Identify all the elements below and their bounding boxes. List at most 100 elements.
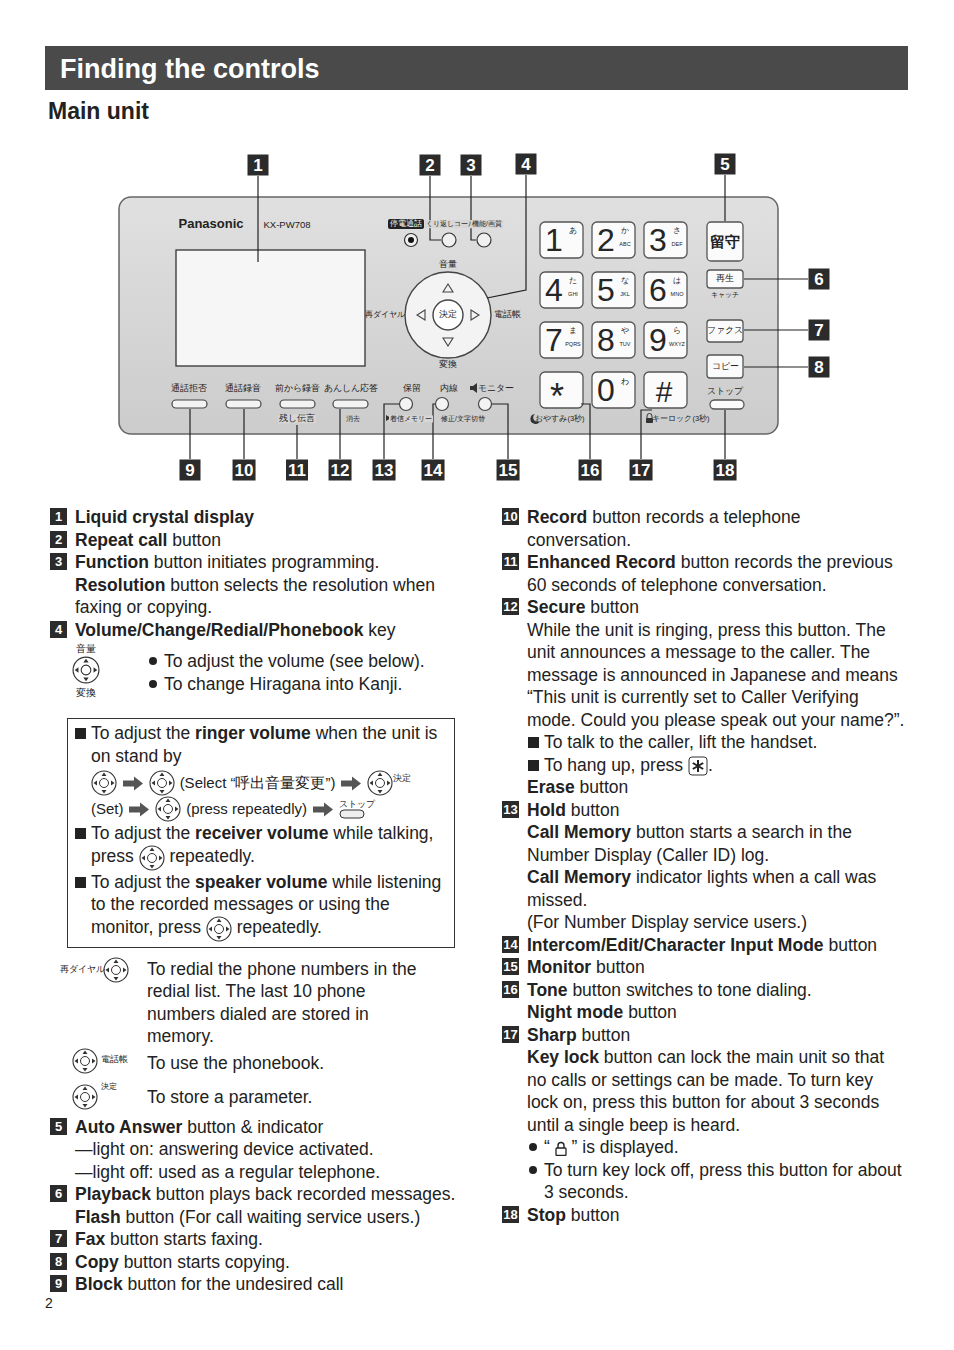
term: Liquid crystal display (75, 507, 254, 527)
panel-label: 前から録音 (275, 384, 320, 394)
icon-dpad (206, 916, 232, 942)
text-line: —light off: used as a regular telephone. (75, 1161, 460, 1184)
icon-dpad (91, 770, 117, 796)
panel-label: わ (621, 378, 629, 387)
item: 9Block button for the undesired call (50, 1273, 460, 1296)
leader-line (641, 410, 652, 459)
text-line: To redial the phone numbers in the redia… (147, 958, 420, 1048)
callout-number: 11 (286, 460, 308, 481)
panel-label: 5 (597, 273, 615, 308)
dial-keys (592, 222, 635, 258)
navigation-key (405, 272, 491, 358)
text: button switches to tone dialing. (572, 980, 811, 1000)
item: 12Secure buttonWhile the unit is ringing… (502, 596, 908, 799)
panel-label: GHI (568, 291, 578, 297)
text: To turn key lock off, press this button … (544, 1160, 902, 1203)
small-symbols (647, 414, 652, 418)
text: To hang up, press (544, 755, 683, 775)
item: 8Copy button starts copying. (50, 1251, 460, 1274)
navigation-key (433, 300, 463, 330)
leader-line (744, 278, 808, 279)
panel-label: 音量 (439, 260, 457, 270)
text: button for the undesired call (128, 1274, 344, 1294)
text-line: 11Enhanced Record button records the pre… (527, 551, 908, 596)
panel-label: 通話拒否 (171, 384, 207, 394)
callout-badge: 17 (502, 1026, 519, 1043)
panel-label: # (656, 375, 673, 408)
text: To adjust the volume (see below). (164, 651, 425, 671)
icon-pill (339, 809, 365, 819)
panel-label: か (621, 227, 629, 236)
text-line: Flash button (For call waiting service u… (75, 1206, 460, 1229)
callout-number: 14 (422, 460, 445, 481)
term: Flash (75, 1207, 121, 1227)
leader-line (430, 176, 441, 240)
term: Hold (527, 800, 566, 820)
icon-dpad (207, 917, 231, 941)
text-line: To turn key lock off, press this button … (527, 1159, 908, 1204)
panel-label: ファクス (707, 326, 743, 335)
panel-label: WXYZ (669, 341, 685, 347)
panel-label: PQRS (565, 341, 581, 347)
callout-number: 17 (630, 460, 653, 481)
navigation-key (417, 284, 479, 346)
text: button (590, 597, 639, 617)
text: button (581, 1025, 630, 1045)
text-line: To adjust the receiver volume while talk… (74, 822, 448, 871)
text-line: 9Block button for the undesired call (75, 1273, 460, 1296)
text: . (708, 755, 713, 775)
icon-dpad (72, 1048, 98, 1074)
panel-label: ま (569, 327, 577, 336)
leader-line (581, 404, 590, 459)
term: Sharp (527, 1025, 577, 1045)
callout-number: 3 (461, 155, 482, 176)
icon-dpad (149, 770, 175, 796)
text: —light on: answering device activated. (75, 1139, 374, 1159)
callout-number: 16 (579, 460, 602, 481)
function-keys (707, 355, 743, 378)
icon-arr (122, 776, 144, 791)
text-line: (Select “呼出音量変更”) 決定 (74, 767, 448, 796)
callout-number: 1 (248, 155, 269, 176)
callout-number: 4 (516, 154, 537, 175)
top-buttons (405, 233, 492, 247)
term: Auto Answer (75, 1117, 182, 1137)
panel-label: 保留 (403, 384, 421, 394)
callout-badge: 1 (50, 508, 67, 525)
text: button (580, 777, 629, 797)
panel-label: 留守 (710, 234, 740, 251)
text: button starts faxing. (110, 1229, 263, 1249)
panel-label: 変換 (439, 360, 457, 370)
icon-lock (556, 1142, 566, 1155)
panel-label: キーロック(3秒) (652, 415, 709, 423)
panel-label: キャッチ (711, 291, 739, 298)
panel-label: あんしん応答 (324, 384, 378, 393)
panel-label: TUV (620, 341, 631, 347)
dial-keys (592, 272, 635, 308)
callout-badge: 8 (50, 1253, 67, 1270)
text-line: Call Memory button starts a search in th… (527, 821, 908, 866)
navigation-key (405, 272, 491, 358)
panel-label: や (621, 327, 629, 336)
bullet (75, 877, 86, 888)
leader-line (433, 404, 435, 459)
text-line: —light on: answering device activated. (75, 1138, 460, 1161)
text: (press repeatedly) (186, 800, 307, 817)
callout-badge: 15 (502, 958, 519, 975)
icon-pill (340, 810, 364, 818)
text-line: 1Liquid crystal display (75, 506, 460, 529)
item: 3Function button initiates programming.R… (50, 551, 460, 619)
icon-arr (129, 802, 149, 816)
item: 6Playback button plays back recorded mes… (50, 1183, 460, 1228)
panel-label: Panasonic (178, 217, 243, 231)
panel-label: ABC (619, 241, 630, 247)
bottom-buttons (172, 398, 492, 411)
text-line: 6Playback button plays back recorded mes… (75, 1183, 460, 1206)
text-line: 18Stop button (527, 1204, 908, 1227)
callout-number: 6 (809, 269, 830, 290)
text: button starts copying. (124, 1252, 290, 1272)
text: (Set) (91, 800, 124, 817)
item: 10Record button records a telephone conv… (502, 506, 908, 551)
icon-dpad (104, 958, 128, 982)
icon-lock (555, 1141, 567, 1156)
